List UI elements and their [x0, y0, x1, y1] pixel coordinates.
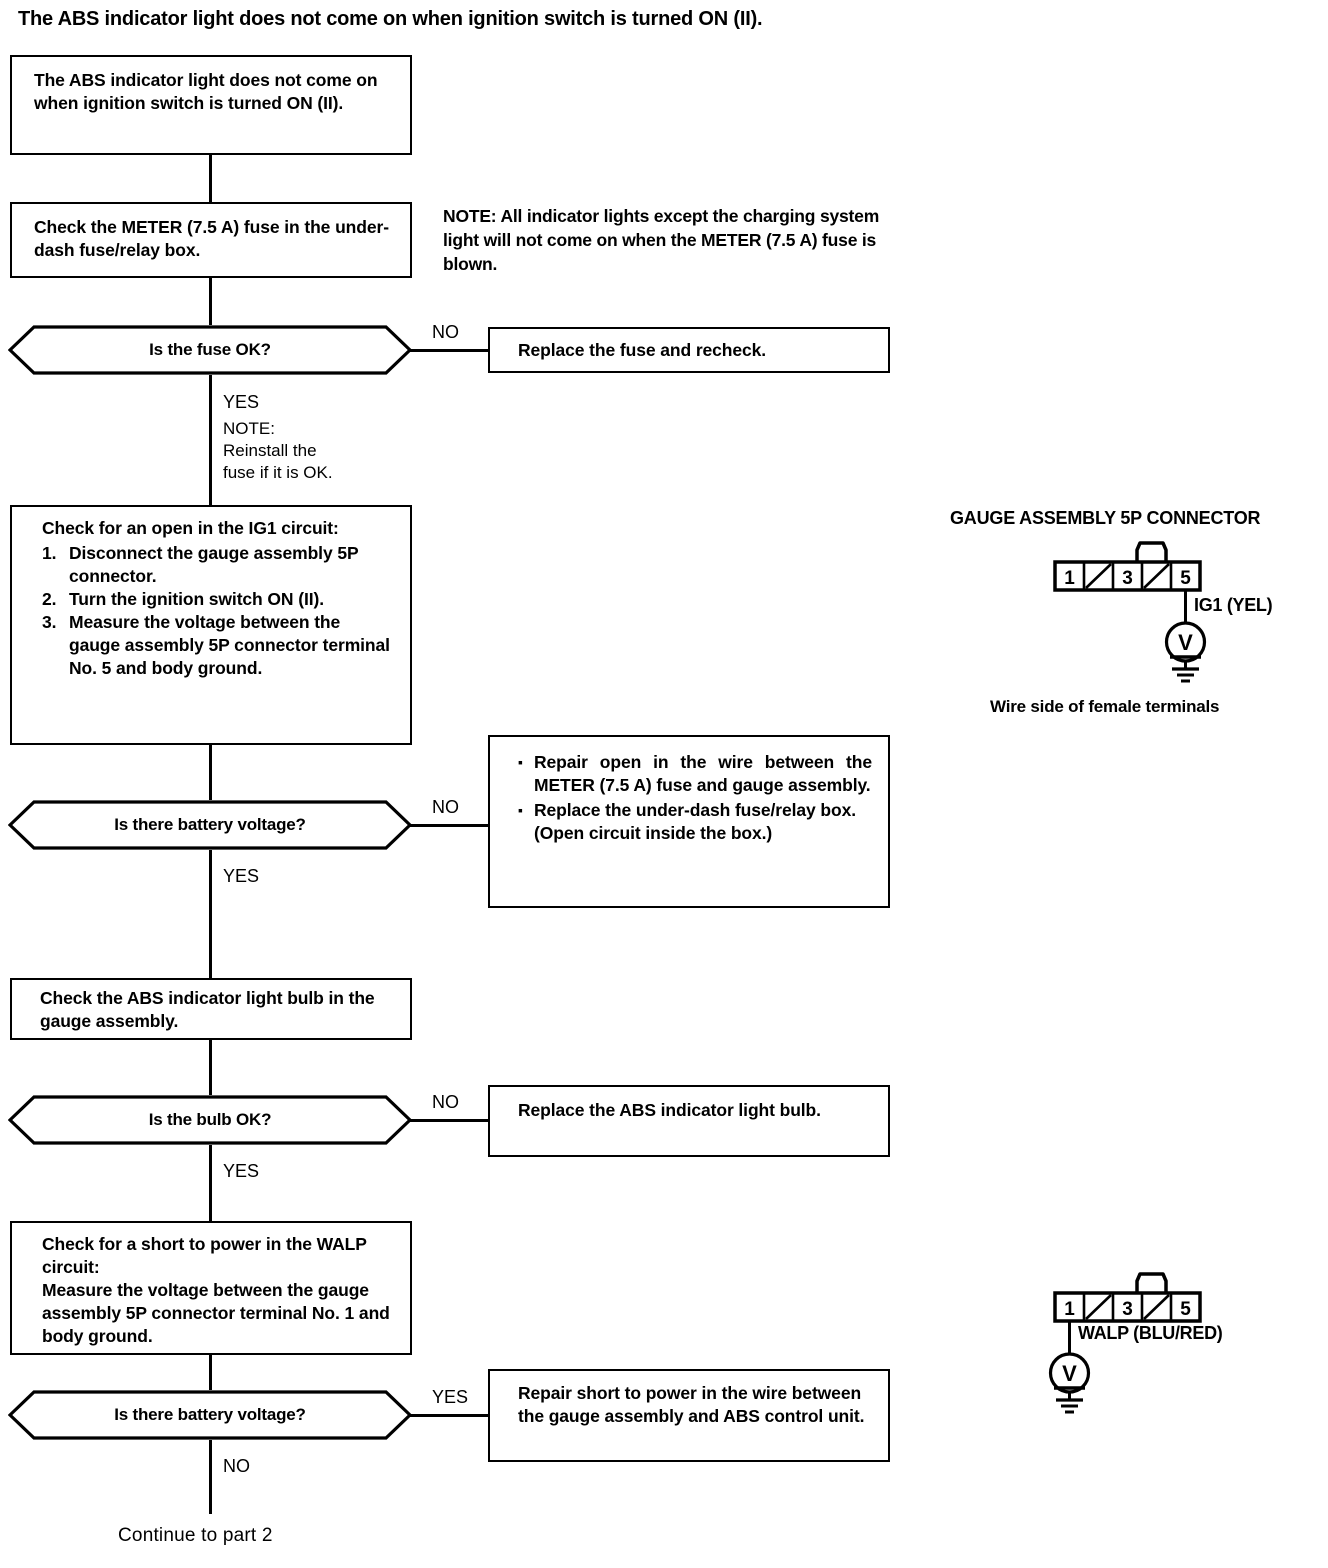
connector-bulb-yes — [209, 1145, 212, 1223]
start-box-text: The ABS indicator light does not come on… — [34, 70, 378, 113]
repair-open-bullets: ▪ Repair open in the wire between the ME… — [490, 737, 888, 845]
repair-short-box-text: Repair short to power in the wire betwee… — [518, 1383, 865, 1426]
svg-text:1: 1 — [1064, 1299, 1075, 1320]
svg-text:3: 3 — [1122, 568, 1133, 589]
step-text: Disconnect the gauge assembly 5P connect… — [69, 543, 359, 586]
check-bulb-box-text: Check the ABS indicator light bulb in th… — [40, 988, 375, 1031]
bullet-text: Repair open in the wire between the METE… — [534, 752, 872, 795]
connector-fuse-no — [410, 349, 488, 352]
branch-label-voltage1-no: NO — [432, 797, 459, 817]
start-box: The ABS indicator light does not come on… — [10, 55, 412, 155]
list-item: 3. Measure the voltage between the gauge… — [42, 611, 394, 680]
decision-battery-voltage-1-label: Is there battery voltage? — [114, 815, 306, 834]
step-number: 3. — [42, 612, 57, 632]
check-walp-body: Measure the voltage between the gauge as… — [42, 1280, 390, 1346]
check-ig1-steps: 1. Disconnect the gauge assembly 5P conn… — [12, 540, 410, 680]
gauge-connector-title: GAUGE ASSEMBLY 5P CONNECTOR — [950, 508, 1261, 528]
bullet-text: Replace the under-dash fuse/relay box. (… — [534, 800, 856, 843]
bullet-icon: ▪ — [518, 754, 523, 770]
check-ig1-box: Check for an open in the IG1 circuit: 1.… — [10, 505, 412, 745]
svg-text:V: V — [1178, 630, 1193, 655]
branch-label-fuse-no: NO — [432, 322, 459, 342]
list-item: 1. Disconnect the gauge assembly 5P conn… — [42, 542, 394, 588]
branch-label-bulb-no: NO — [432, 1092, 459, 1112]
connector-bulb-no — [410, 1119, 488, 1122]
repair-short-box: Repair short to power in the wire betwee… — [488, 1369, 890, 1462]
decision-battery-voltage-2-label: Is there battery voltage? — [114, 1405, 306, 1424]
check-bulb-box: Check the ABS indicator light bulb in th… — [10, 978, 412, 1040]
check-ig1-heading: Check for an open in the IG1 circuit: — [42, 518, 339, 538]
step-number: 1. — [42, 543, 57, 563]
step-text: Measure the voltage between the gauge as… — [69, 612, 390, 678]
step-number: 2. — [42, 589, 57, 609]
branch-label-voltage2-yes: YES — [432, 1387, 469, 1407]
decision-battery-voltage-1: Is there battery voltage? — [8, 800, 412, 850]
check-fuse-box: Check the METER (7.5 A) fuse in the unde… — [10, 202, 412, 278]
replace-bulb-box-text: Replace the ABS indicator light bulb. — [518, 1100, 821, 1120]
list-item: ▪ Repair open in the wire between the ME… — [518, 751, 872, 797]
decision-fuse-ok-label: Is the fuse OK? — [149, 340, 271, 359]
svg-text:3: 3 — [1122, 1299, 1133, 1320]
check-walp-heading: Check for a short to power in the WALP c… — [42, 1234, 367, 1277]
check-fuse-box-text: Check the METER (7.5 A) fuse in the unde… — [34, 217, 389, 260]
repair-open-box: ▪ Repair open in the wire between the ME… — [488, 735, 890, 908]
gauge-connector-walp-diagram: 1 3 5 V — [1030, 1266, 1280, 1426]
note-reinstall-fuse: NOTE: Reinstall the fuse if it is OK. — [223, 419, 333, 482]
branch-label-bulb-yes: YES — [223, 1161, 260, 1181]
replace-fuse-box-text: Replace the fuse and recheck. — [518, 340, 767, 360]
branch-label-voltage1-yes: YES — [223, 866, 260, 886]
connector-fuse-yes — [209, 375, 212, 505]
connector-walp-to-voltage2 — [209, 1355, 212, 1420]
walp-wire-label: WALP (BLU/RED) — [1078, 1323, 1223, 1343]
bullet-icon: ▪ — [518, 802, 523, 818]
svg-text:5: 5 — [1180, 1299, 1191, 1320]
list-item: 2. Turn the ignition switch ON (II). — [42, 588, 394, 611]
step-text: Turn the ignition switch ON (II). — [69, 589, 324, 609]
connector-voltage2-yes — [410, 1414, 488, 1417]
decision-bulb-ok-label: Is the bulb OK? — [148, 1110, 272, 1129]
branch-label-fuse-yes: YES — [223, 392, 260, 412]
decision-bulb-ok: Is the bulb OK? — [8, 1095, 412, 1145]
connector-checkfuse-to-fusedecision — [209, 278, 212, 325]
page-title: The ABS indicator light does not come on… — [18, 8, 763, 30]
connector-checkbulb-to-bulbdecision — [209, 1040, 212, 1097]
replace-bulb-box: Replace the ABS indicator light bulb. — [488, 1085, 890, 1157]
svg-text:5: 5 — [1180, 568, 1191, 589]
connector-ig1-to-voltage1 — [209, 745, 212, 802]
svg-text:V: V — [1062, 1361, 1077, 1386]
note-meter-fuse: NOTE: All indicator lights except the ch… — [443, 206, 880, 274]
gauge-connector-caption: Wire side of female terminals — [990, 697, 1220, 716]
decision-fuse-ok: Is the fuse OK? — [8, 325, 412, 375]
continue-to-part-2-label: Continue to part 2 — [118, 1525, 273, 1546]
decision-battery-voltage-2: Is there battery voltage? — [8, 1390, 412, 1440]
connector-start-to-checkfuse — [209, 155, 212, 202]
replace-fuse-box: Replace the fuse and recheck. — [488, 327, 890, 373]
connector-voltage1-no — [410, 824, 488, 827]
ig1-wire-label: IG1 (YEL) — [1194, 595, 1273, 615]
list-item: ▪ Replace the under-dash fuse/relay box.… — [518, 799, 872, 845]
check-walp-box: Check for a short to power in the WALP c… — [10, 1221, 412, 1355]
connector-voltage2-no — [209, 1440, 212, 1514]
gauge-connector-ig1-diagram: 1 3 5 V — [1030, 535, 1280, 695]
svg-text:1: 1 — [1064, 568, 1075, 589]
connector-voltage1-yes — [209, 850, 212, 980]
branch-label-voltage2-no: NO — [223, 1456, 250, 1476]
